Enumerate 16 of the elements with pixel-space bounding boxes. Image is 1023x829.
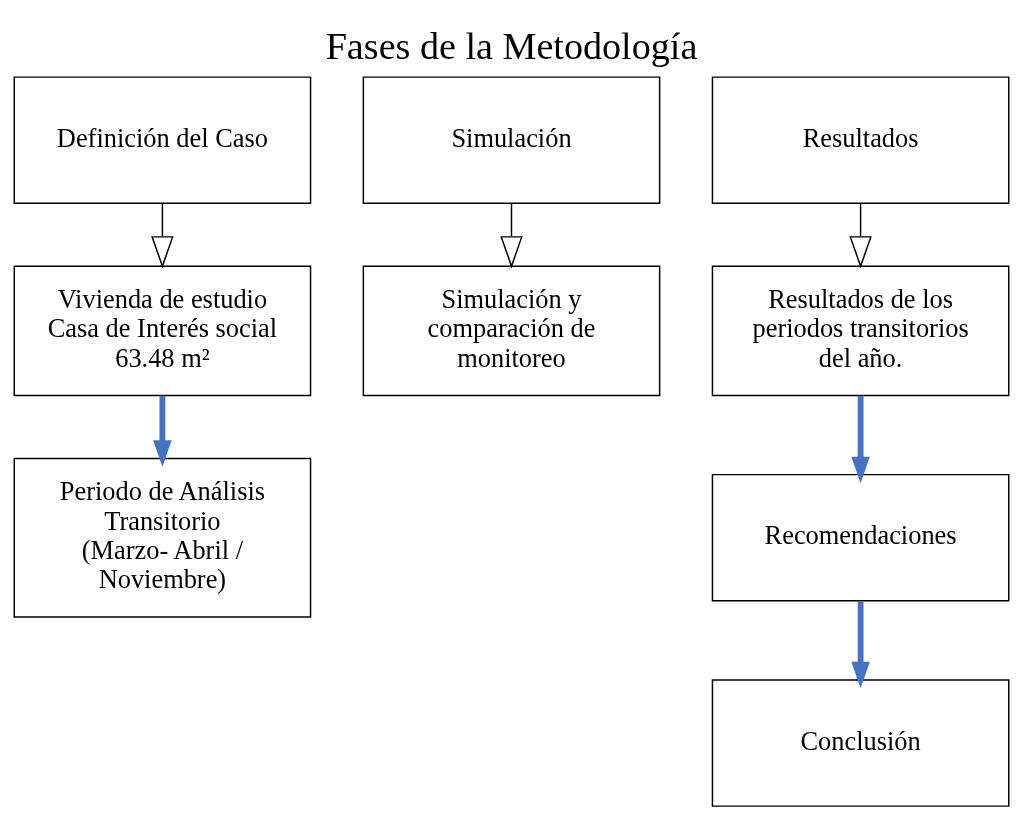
node-box: Simulación y comparación de monitoreo: [362, 265, 661, 397]
node-box: Definición del Caso: [13, 76, 312, 204]
node-box: Recomendaciones: [711, 473, 1010, 602]
node-box: Vivienda de estudio Casa de Interés social 63.48 m²: [13, 265, 312, 397]
arrow: [851, 395, 870, 484]
node-box: Conclusión: [711, 679, 1010, 807]
node-box: Resultados: [711, 76, 1010, 204]
node-box: Resultados de los periodos transitorios del año.: [711, 265, 1010, 397]
arrow: [851, 601, 870, 689]
node-box: Simulación: [362, 76, 661, 204]
node-box: Periodo de Análisis Transitorio (Marzo- Abril / Noviembre): [13, 457, 312, 618]
arrow: [151, 202, 174, 269]
arrow: [500, 202, 523, 269]
diagram-title: Fases de la Metodología: [325, 25, 698, 68]
arrow: [849, 202, 872, 269]
arrow: [153, 395, 172, 467]
